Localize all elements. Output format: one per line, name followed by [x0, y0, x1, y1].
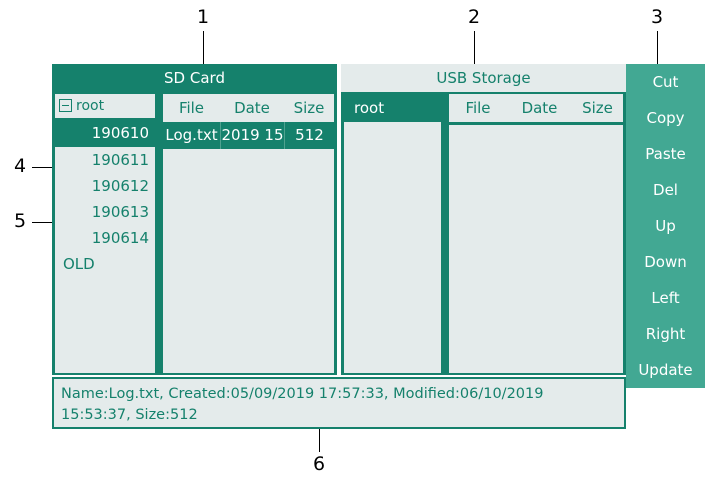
sd-column-header-size[interactable]: Size — [293, 99, 325, 117]
sd-tree-root-row[interactable]: root — [55, 94, 155, 118]
sd-tree-item-190613[interactable]: 190613 — [55, 199, 155, 225]
usb-header-divider-2 — [572, 122, 573, 125]
usb-tree-root-row[interactable]: root — [344, 94, 441, 122]
callout-leader-2 — [474, 31, 475, 76]
action-sidebar: Cut Copy Paste Del Up Down Left Right Up… — [626, 64, 705, 388]
sd-cell-size: 512 — [295, 126, 324, 144]
usb-header-divider-1 — [507, 122, 508, 125]
usb-column-header-date[interactable]: Date — [521, 99, 558, 117]
paste-button[interactable]: Paste — [645, 145, 686, 163]
callout-number-4: 4 — [13, 155, 27, 177]
update-button[interactable]: Update — [638, 361, 693, 379]
callout-leader-1 — [203, 31, 204, 76]
sd-tree-root-label: root — [76, 98, 105, 114]
cell-divider — [220, 122, 221, 149]
tab-sd-card[interactable]: SD Card — [52, 64, 337, 92]
usb-column-header-size[interactable]: Size — [582, 99, 613, 117]
file-info-statusbar: Name:Log.txt, Created:05/09/2019 17:57:3… — [52, 377, 626, 429]
copy-button[interactable]: Copy — [646, 109, 685, 127]
sd-cell-date: 2019 15 — [221, 126, 284, 144]
sd-tree-item-190611[interactable]: 190611 — [55, 147, 155, 173]
callout-leader-6 — [319, 410, 320, 452]
sd-cell-file: Log.txt — [165, 126, 218, 144]
usb-tree-root-label: root — [354, 99, 385, 117]
left-button[interactable]: Left — [651, 289, 680, 307]
usb-table-body — [449, 125, 623, 373]
sd-table-body: Log.txt 2019 15 512 — [163, 122, 334, 373]
delete-button[interactable]: Del — [653, 181, 678, 199]
callout-number-2: 2 — [467, 6, 481, 28]
minus-box-icon[interactable] — [59, 99, 72, 112]
usb-table-header: File Date Size — [449, 94, 623, 122]
right-button[interactable]: Right — [645, 325, 686, 343]
table-row[interactable]: Log.txt 2019 15 512 — [163, 122, 334, 149]
sd-tree-item-190614[interactable]: 190614 — [55, 225, 155, 251]
sd-column-header-date[interactable]: Date — [234, 99, 270, 117]
file-manager-window: SD Card USB Storage root 190610 190611 1… — [52, 64, 626, 429]
sd-tree-item-190610[interactable]: 190610 — [55, 120, 155, 146]
storage-tab-bar: SD Card USB Storage — [52, 64, 626, 92]
callout-leader-3 — [657, 31, 658, 71]
callout-leader-4 — [32, 167, 66, 168]
tab-usb-storage[interactable]: USB Storage — [341, 64, 626, 92]
cut-button[interactable]: Cut — [652, 73, 679, 91]
cell-divider — [284, 122, 285, 149]
callout-number-6: 6 — [312, 453, 326, 475]
usb-column-header-file[interactable]: File — [465, 99, 491, 117]
up-button[interactable]: Up — [655, 217, 676, 235]
sd-tree-item-old[interactable]: OLD — [55, 251, 155, 277]
sd-tree-item-190612[interactable]: 190612 — [55, 173, 155, 199]
down-button[interactable]: Down — [644, 253, 687, 271]
sd-column-header-file[interactable]: File — [178, 99, 205, 117]
callout-number-3: 3 — [650, 6, 664, 28]
callout-number-5: 5 — [13, 210, 27, 232]
usb-tree-empty-area — [344, 122, 441, 373]
sd-table-header: File Date Size — [163, 94, 334, 122]
callout-number-1: 1 — [196, 6, 210, 28]
sd-tree-empty-area — [55, 277, 155, 373]
